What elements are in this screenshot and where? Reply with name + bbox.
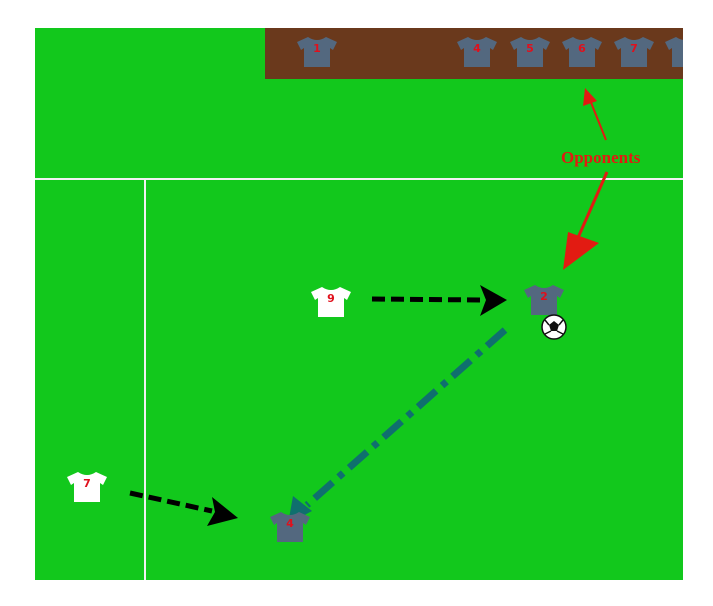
annotation-arrow-down (563, 171, 609, 270)
bench-player-number: 1 (313, 42, 321, 55)
bench-player-4: 4 (457, 37, 497, 67)
bench-player-6: 6 (562, 37, 602, 67)
run-arrow-player-7 (129, 490, 238, 526)
pitch (35, 28, 683, 580)
teammate-number: 7 (83, 477, 91, 490)
bench-player-7: 7 (614, 37, 654, 67)
opponent-number: 4 (286, 517, 294, 530)
bench-player-number: 4 (473, 42, 481, 55)
bench-player-number: 5 (526, 42, 534, 55)
soccer-ball-icon (541, 314, 567, 340)
opponent-shirt-receiver: 4 (270, 512, 310, 542)
bench-player-5: 5 (510, 37, 550, 67)
teammate-shirt-9: 9 (311, 287, 351, 317)
run-arrow-player-9 (371, 285, 507, 316)
annotation-arrow-up (583, 88, 607, 141)
opponent-number: 2 (540, 290, 548, 303)
teammate-number: 9 (327, 292, 335, 305)
opponents-label: Opponents (561, 148, 641, 167)
teammate-shirt-7: 7 (67, 472, 107, 502)
bench-player-number: 6 (578, 42, 586, 55)
bench-player-number: 7 (630, 42, 638, 55)
bench-player-1: 1 (297, 37, 337, 67)
opponent-shirt-2: 2 (524, 285, 564, 315)
